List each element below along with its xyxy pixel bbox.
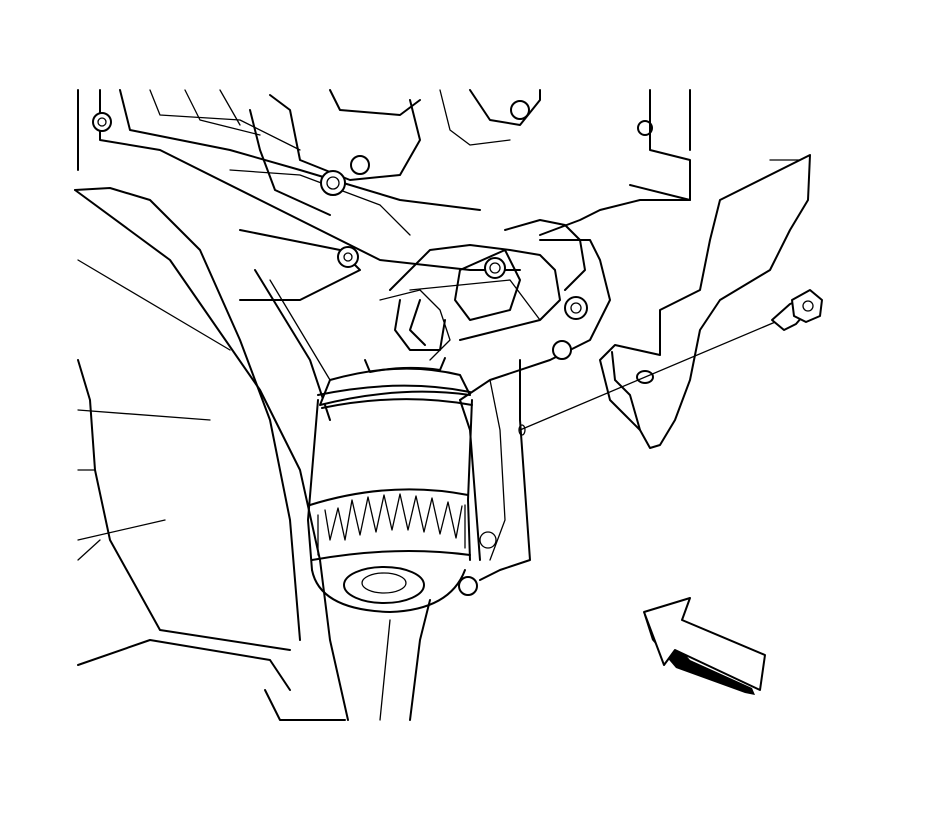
filter-adapter [389,219,588,360]
mounting-plate [379,89,691,581]
bolt-head-2 [320,170,346,196]
bolt-head-6 [637,120,653,136]
bolt-head-5 [510,100,530,120]
shield-bracket [599,154,811,449]
oil-filter [307,357,478,613]
engine-block [74,89,653,721]
removed-bolt [518,289,823,436]
bolt-head-1 [92,112,112,132]
bolt-head-3 [350,155,370,175]
bolt-head-4 [337,246,359,268]
view-direction-arrow [643,597,766,695]
